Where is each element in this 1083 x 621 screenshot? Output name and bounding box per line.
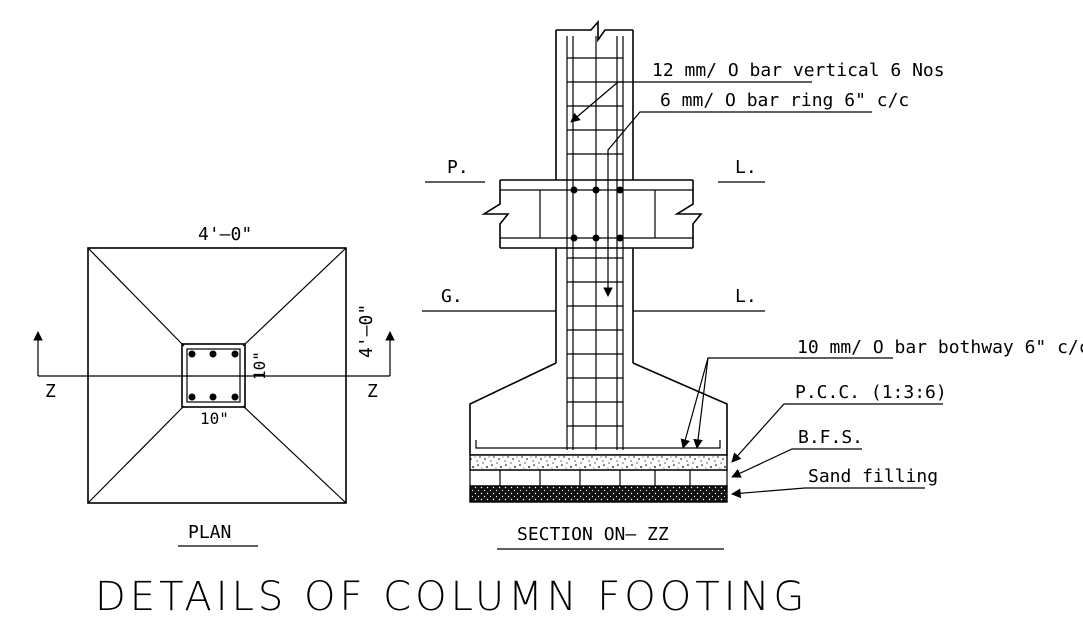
- sand-layer: [469, 485, 728, 503]
- plan-dim-right: 4'–0": [356, 304, 377, 358]
- bfs-layer: [469, 469, 728, 487]
- plinth-right-label: L.: [735, 157, 757, 178]
- bothway-note: 10 mm/ O bar bothway 6" c/c: [797, 337, 1083, 358]
- pcc-leader: [731, 403, 943, 463]
- column-depth-label: 10": [250, 351, 269, 380]
- plan-caption: PLAN: [188, 522, 231, 543]
- plan-dim-top: 4'–0": [198, 224, 252, 245]
- drawing-title: DETAILS OF COLUMN FOOTING: [95, 574, 808, 620]
- slope-line: [87, 247, 185, 347]
- ground-right-label: L.: [735, 286, 757, 307]
- sand-label: Sand filling: [808, 466, 938, 487]
- footing-section: [469, 362, 728, 456]
- section-mark-right: Z: [367, 381, 378, 402]
- pcc-label: P.C.C. (1:3:6): [795, 382, 947, 403]
- plinth-beam: [481, 179, 703, 249]
- vertical-bar-leader: [570, 81, 812, 123]
- sand-leader: [731, 487, 925, 499]
- bothway-bar: [475, 440, 721, 449]
- slope-line: [242, 405, 347, 504]
- column-break: [556, 19, 633, 43]
- bfs-leader: [731, 448, 862, 478]
- ring-bar-leader: [603, 111, 872, 297]
- pcc-layer: [469, 454, 728, 471]
- slope-line: [87, 405, 185, 504]
- section-mark-left: Z: [45, 381, 56, 402]
- column-width-label: 10": [200, 409, 229, 428]
- plan-view: 4'–0" 4'–0" 10" 10" Z Z PLAN: [33, 224, 395, 547]
- bothway-leader: [693, 357, 709, 449]
- ring-ties: [567, 57, 623, 427]
- vertical-bar-note: 12 mm/ O bar vertical 6 Nos: [652, 60, 945, 81]
- ring-bar-note: 6 mm/ O bar ring 6" c/c: [660, 90, 909, 111]
- section-view: P. L. G. L. 12 mm/ O bar vertical 6 Nos …: [422, 19, 1083, 550]
- section-caption: SECTION ON– ZZ: [517, 524, 669, 545]
- slope-line: [242, 247, 347, 347]
- ground-left-label: G.: [441, 286, 463, 307]
- bfs-label: B.F.S.: [798, 427, 863, 448]
- plinth-left-label: P.: [447, 157, 469, 178]
- column-bars: [188, 350, 239, 401]
